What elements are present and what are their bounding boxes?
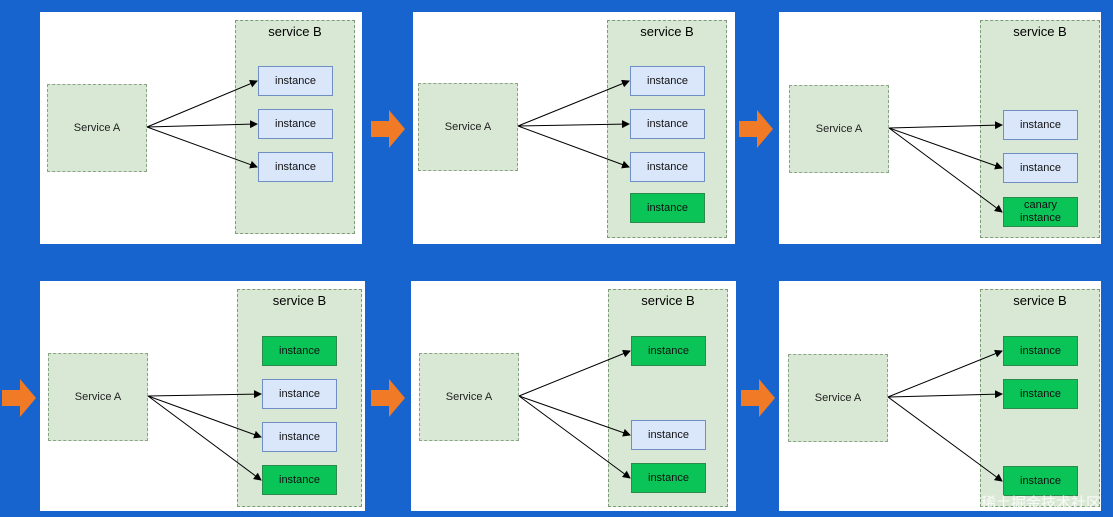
service-a-label: Service A	[73, 122, 121, 134]
old-instance-box: instance	[262, 422, 337, 452]
new-instance-box: instance	[1003, 466, 1078, 496]
old-instance-box: instance	[258, 109, 333, 139]
connection-arrows	[518, 349, 631, 479]
traffic-arrow	[888, 121, 1003, 130]
instance-label: instance	[647, 201, 688, 214]
new-instance-box: instance	[630, 193, 705, 223]
connection-arrows	[147, 390, 262, 481]
traffic-arrow	[146, 120, 258, 129]
connection-arrows	[887, 349, 1003, 482]
connection-arrows	[888, 121, 1003, 213]
instance-label: instance	[1020, 474, 1061, 487]
deployment-step-panel: service B Service A instance instance instan…	[40, 281, 365, 511]
instance-label: instance	[648, 428, 689, 441]
deployment-step-panel: service B Service A instance instance instan…	[779, 281, 1101, 511]
new-instance-box: canary instance	[1003, 197, 1078, 227]
new-instance-box: instance	[262, 336, 337, 366]
service-a-label: Service A	[445, 391, 493, 403]
instance-label: instance	[1020, 118, 1061, 131]
traffic-arrow	[146, 126, 258, 169]
deployment-step-panel: service B Service A instance instance instan…	[411, 281, 736, 511]
next-step-arrow-icon	[739, 110, 773, 148]
traffic-arrow	[517, 125, 630, 169]
traffic-arrow	[888, 127, 1003, 213]
traffic-arrow	[887, 349, 1003, 398]
old-instance-box: instance	[258, 152, 333, 182]
old-instance-box: instance	[1003, 153, 1078, 183]
old-instance-box: instance	[630, 66, 705, 96]
service-a-box: Service A	[789, 85, 889, 173]
traffic-arrow	[517, 79, 630, 127]
traffic-arrow	[147, 395, 262, 481]
instance-label: instance	[279, 430, 320, 443]
instance-label: instance	[1020, 387, 1061, 400]
service-a-label: Service A	[74, 391, 122, 403]
next-step-arrow-icon	[371, 379, 405, 417]
service-a-box: Service A	[418, 83, 518, 171]
service-b-title: service B	[641, 293, 695, 308]
service-a-label: Service A	[444, 121, 492, 133]
service-b-title: service B	[272, 293, 327, 308]
instance-label: instance	[1020, 161, 1061, 174]
instance-label: instance	[647, 117, 688, 130]
old-instance-box: instance	[631, 420, 706, 450]
service-a-box: Service A	[47, 84, 147, 172]
service-b-title: service B	[1013, 293, 1067, 308]
new-instance-box: instance	[1003, 336, 1078, 366]
new-instance-box: instance	[1003, 379, 1078, 409]
instance-label: instance	[648, 344, 689, 357]
deployment-step-panel: service B Service A instance instance instan…	[413, 12, 735, 244]
next-step-arrow-icon	[741, 379, 775, 417]
instance-label: instance	[279, 387, 320, 400]
instance-label: instance	[279, 344, 320, 357]
new-instance-box: instance	[631, 463, 706, 493]
next-step-arrow-icon	[371, 110, 405, 148]
instance-label: instance	[279, 473, 320, 486]
traffic-arrow	[517, 120, 630, 129]
service-a-label: Service A	[815, 123, 863, 135]
traffic-arrow	[518, 395, 631, 437]
instance-label: instance	[1020, 344, 1061, 357]
traffic-arrow	[147, 395, 262, 439]
new-instance-box: instance	[631, 336, 706, 366]
new-instance-box: instance	[262, 465, 337, 495]
service-a-box: Service A	[419, 353, 519, 441]
instance-label: instance	[647, 74, 688, 87]
deployment-step-panel: service B Service A instance instance instan…	[40, 12, 362, 244]
service-b-title: service B	[1013, 24, 1067, 39]
old-instance-box: instance	[262, 379, 337, 409]
connection-arrows	[146, 80, 258, 169]
instance-label: instance	[275, 74, 316, 87]
traffic-arrow	[518, 349, 631, 397]
next-step-arrow-icon	[2, 379, 36, 417]
traffic-arrow	[518, 395, 631, 479]
traffic-arrow	[146, 80, 258, 128]
old-instance-box: instance	[630, 152, 705, 182]
traffic-arrow	[887, 396, 1003, 482]
instance-label: instance	[648, 471, 689, 484]
service-b-title: service B	[268, 24, 322, 39]
connection-arrows	[517, 79, 630, 169]
traffic-arrow	[888, 127, 1003, 170]
service-a-label: Service A	[814, 392, 862, 404]
traffic-arrow	[147, 390, 262, 399]
watermark: @稀土掘金技术社区	[965, 495, 1101, 512]
traffic-arrow	[887, 390, 1003, 399]
service-a-box: Service A	[48, 353, 148, 441]
service-a-box: Service A	[788, 354, 888, 442]
old-instance-box: instance	[1003, 110, 1078, 140]
service-b-title: service B	[640, 24, 694, 39]
instance-label: instance	[647, 160, 688, 173]
deployment-step-panel: service B Service A instance instance canary…	[779, 12, 1101, 244]
instance-label: instance	[275, 117, 316, 130]
old-instance-box: instance	[630, 109, 705, 139]
instance-label: canary instance	[1020, 199, 1061, 224]
instance-label: instance	[275, 160, 316, 173]
old-instance-box: instance	[258, 66, 333, 96]
